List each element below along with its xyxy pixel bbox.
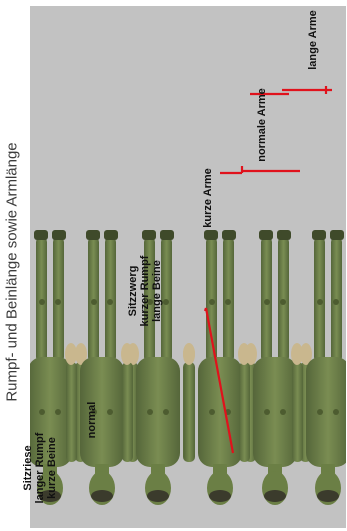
figure-panel: Sitzriese langer Rumpf kurze Beine norma… xyxy=(30,6,346,528)
page-title-text: Rumpf- und Beinlänge sowie Armlänge xyxy=(4,142,21,401)
figure-lange-arme xyxy=(291,230,346,505)
figures-illustration xyxy=(30,6,346,528)
